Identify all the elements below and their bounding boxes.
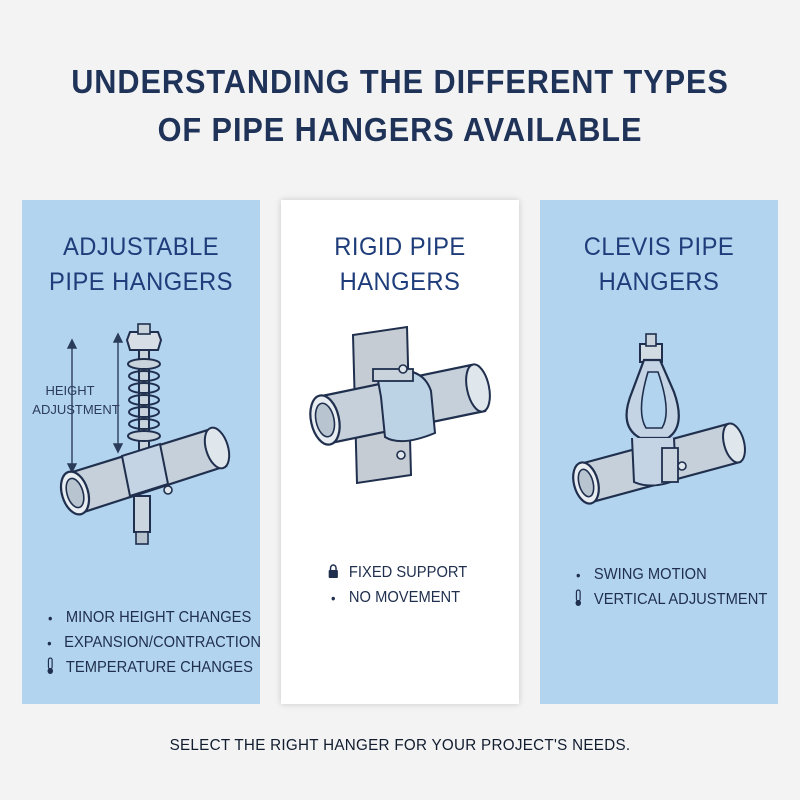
panel-title-line-1: CLEVIS PIPE [583, 233, 735, 261]
panel-adjustable-pipe-hangers: ADJUSTABLE PIPE HANGERS HEIGHT ADJUSTMEN… [22, 200, 261, 704]
list-item: • NO MOVEMENT [325, 585, 544, 610]
page-title-line-1: UNDERSTANDING THE DIFFERENT TYPES [71, 63, 729, 100]
thermometer-icon [570, 589, 587, 610]
feature-text: SWING MOTION [593, 565, 707, 583]
panel-rigid-pipe-hangers: RIGID PIPE HANGERS FIXED SUPPORT • NO MO… [281, 200, 519, 704]
page-title: UNDERSTANDING THE DIFFERENT TYPES OF PIP… [28, 58, 772, 154]
panel-title-line-2: PIPE HANGERS [49, 268, 233, 296]
panel-title-line-2: HANGERS [598, 268, 720, 296]
bullet-icon: • [331, 589, 336, 606]
panel-clevis-pipe-hangers: CLEVIS PIPE HANGERS • SWING MOTION VERTI… [540, 200, 778, 704]
feature-list: • MINOR HEIGHT CHANGES • EXPANSION/CONTR… [42, 605, 261, 680]
bullet-icon: • [48, 609, 53, 626]
feature-list: • SWING MOTION VERTICAL ADJUSTMENT [570, 562, 789, 612]
feature-text: MINOR HEIGHT CHANGES [65, 608, 252, 626]
rigid-hanger-illustration [309, 325, 491, 485]
bullet-icon: • [576, 566, 581, 583]
feature-list: FIXED SUPPORT • NO MOVEMENT [325, 560, 544, 610]
feature-text: EXPANSION/CONTRACTION [64, 633, 261, 651]
feature-text: NO MOVEMENT [348, 588, 461, 606]
panel-title: CLEVIS PIPE HANGERS [546, 230, 772, 300]
panel-title: RIGID PIPE HANGERS [287, 230, 513, 300]
list-item: VERTICAL ADJUSTMENT [570, 587, 789, 612]
clevis-hanger-illustration [572, 333, 746, 505]
thermometer-icon [42, 657, 59, 678]
panel-title-line-1: RIGID PIPE [334, 233, 466, 261]
panel-title-line-1: ADJUSTABLE [62, 233, 220, 261]
height-label-line-1: HEIGHT [45, 383, 94, 398]
page-title-line-2: OF PIPE HANGERS AVAILABLE [157, 111, 643, 148]
feature-text: FIXED SUPPORT [348, 563, 468, 581]
height-label-line-2: ADJUSTMENT [32, 402, 119, 417]
list-item: • EXPANSION/CONTRACTION [42, 630, 261, 655]
feature-text: TEMPERATURE CHANGES [65, 658, 253, 676]
panel-title: ADJUSTABLE PIPE HANGERS [28, 230, 254, 300]
list-item: TEMPERATURE CHANGES [42, 655, 261, 680]
feature-text: VERTICAL ADJUSTMENT [593, 590, 768, 608]
footer-text: SELECT THE RIGHT HANGER FOR YOUR PROJECT… [169, 737, 631, 754]
height-arrow-icon [66, 332, 124, 474]
bullet-icon: • [47, 634, 52, 651]
adjustable-hanger-illustration: HEIGHT ADJUSTMENT [32, 323, 231, 545]
list-item: FIXED SUPPORT [325, 560, 544, 585]
list-item: • MINOR HEIGHT CHANGES [42, 605, 261, 630]
panel-title-line-2: HANGERS [339, 268, 461, 296]
list-item: • SWING MOTION [570, 562, 789, 587]
lock-icon [325, 564, 342, 581]
